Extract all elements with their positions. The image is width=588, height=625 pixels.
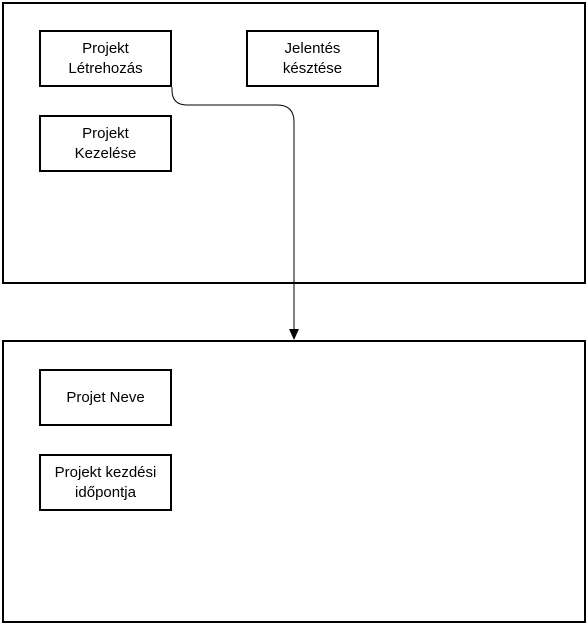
jelentes-keszitese-node[interactable]: Jelentés késztése [246, 30, 379, 87]
arrowhead-icon [289, 329, 299, 340]
projekt-neve-node[interactable]: Projet Neve [39, 369, 172, 426]
projekt-kezelese-node[interactable]: Projekt Kezelése [39, 115, 172, 172]
projekt-letrehozas-node[interactable]: Projekt Létrehozás [39, 30, 172, 87]
projekt-kezdesi-idopontja-node[interactable]: Projekt kezdési időpontja [39, 454, 172, 511]
